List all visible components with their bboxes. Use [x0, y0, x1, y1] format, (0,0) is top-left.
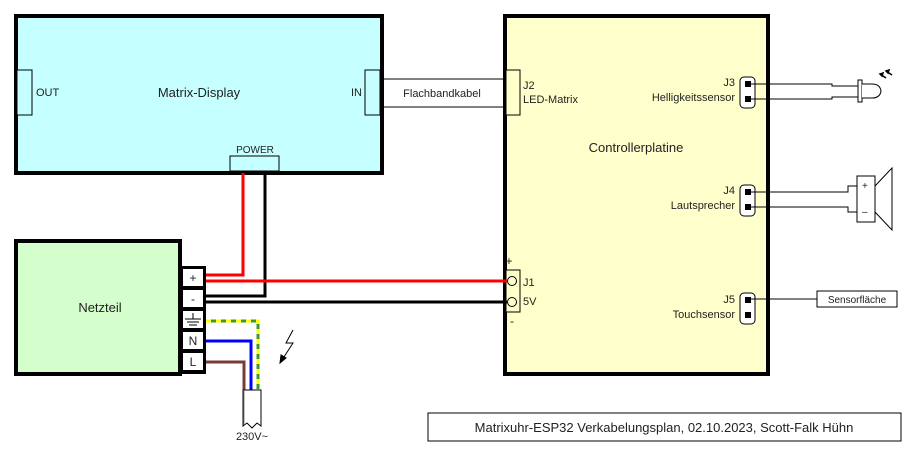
power-connector [229, 155, 280, 172]
j4-id: J4 [723, 185, 735, 197]
j5-name: Touchsensor [673, 309, 736, 321]
controller-label: Controllerplatine [589, 140, 684, 155]
power-supply: Netzteil + - N L [14, 239, 206, 376]
j3-name: Helligkeitssensor [652, 92, 735, 104]
wire-neutral [206, 339, 253, 400]
mains-label: 230V~ [236, 431, 268, 443]
wire-ground-stripe [206, 319, 260, 400]
power-label: POWER [236, 145, 274, 156]
j4-wire-2 [749, 206, 857, 213]
brightness-sensor [749, 68, 893, 103]
wire-line [206, 360, 246, 400]
j3-pin-1 [745, 81, 751, 87]
j4-name: Lautsprecher [671, 200, 736, 212]
psu-label: Netzteil [78, 300, 121, 315]
terminal-line [183, 353, 203, 370]
j1-plus: + [505, 254, 512, 268]
psu-box [14, 239, 182, 376]
diagram-title: Matrixuhr-ESP32 Verkabelungsplan, 02.10.… [475, 420, 854, 435]
sensor-flange [857, 79, 863, 103]
terminal-line-label: L [190, 355, 197, 369]
j1-name: 5V [523, 296, 537, 308]
j5-header [739, 292, 756, 325]
j1-terminal-minus [507, 297, 517, 307]
terminal-plus [183, 269, 203, 286]
j5-pin-2 [745, 312, 751, 318]
in-connector [364, 69, 381, 116]
terminal-neutral-label: N [189, 334, 198, 348]
terminal-plus-label: + [189, 271, 196, 285]
j3-pin-2 [745, 96, 751, 102]
j5-id: J5 [723, 294, 735, 306]
mains-cable-icon [242, 389, 262, 429]
speaker-plus: + [862, 181, 868, 192]
in-label: IN [351, 87, 362, 99]
mains-wires [206, 319, 262, 429]
out-label: OUT [36, 87, 60, 99]
photo-sensor-icon [862, 83, 882, 99]
out-connector [16, 69, 33, 116]
lightning-icon [279, 329, 294, 365]
sensor-pad-label: Sensorfläche [828, 295, 887, 306]
j1-terminal-plus [507, 276, 517, 286]
speaker-minus: – [862, 207, 868, 218]
j2-connector [505, 69, 521, 116]
speaker [749, 166, 893, 232]
j1-id: J1 [523, 277, 535, 289]
title-box [427, 412, 902, 442]
wire-display-minus [206, 173, 267, 298]
j2-id: J2 [523, 80, 535, 92]
ground-icon [185, 313, 201, 326]
j4-wire-1 [749, 185, 857, 193]
j1-minus: - [510, 314, 514, 328]
j4-pin-2 [745, 204, 751, 210]
sensor-pad-box [816, 290, 898, 308]
j4-header [739, 184, 756, 217]
matrix-display-box [14, 14, 384, 175]
j3-header [739, 76, 756, 109]
terminal-neutral [183, 332, 203, 349]
power-wires [206, 173, 507, 304]
j3-wire-2 [749, 96, 858, 100]
speaker-cone-icon [874, 166, 893, 232]
j3-wire-1 [749, 83, 858, 87]
ribbon-cable-label: Flachbandkabel [403, 88, 481, 100]
terminal-minus-label: - [191, 292, 195, 306]
j2-name: LED-Matrix [523, 94, 579, 106]
controller-box [503, 14, 770, 376]
j5-pin-1 [745, 297, 751, 303]
j4-pin-1 [745, 189, 751, 195]
matrix-display: OUT Matrix-Display IN POWER [14, 14, 384, 175]
j3-id: J3 [723, 77, 735, 89]
controller-board: Controllerplatine J2 LED-Matrix J3 Helli… [503, 14, 770, 376]
ribbon-cable: Flachbandkabel [382, 78, 503, 108]
matrix-display-label: Matrix-Display [158, 85, 241, 100]
terminal-minus [183, 290, 203, 307]
wire-display-plus [206, 173, 245, 277]
light-rays-icon [878, 68, 893, 79]
